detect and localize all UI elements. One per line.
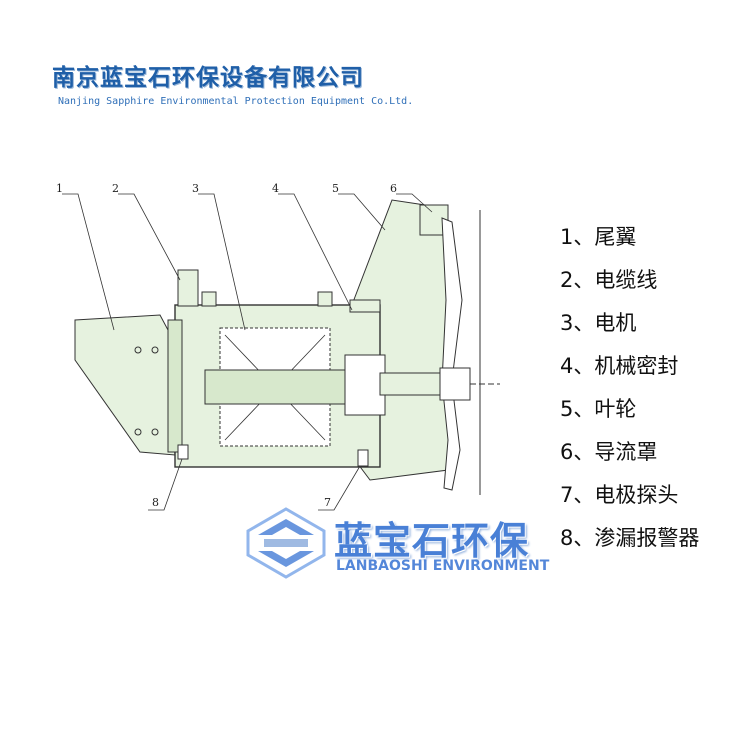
- motor-rotor-shape: [204, 369, 366, 405]
- leader-line-7: [318, 465, 361, 511]
- leader-line-5: [338, 193, 386, 231]
- motor-end-cap-shape: [167, 319, 183, 453]
- bolt-hole-shape: [151, 346, 159, 354]
- legend-item: 5、叶轮: [560, 397, 637, 421]
- company-name-en: Nanjing Sapphire Environmental Protectio…: [58, 96, 414, 107]
- part-number-label: 6: [390, 182, 397, 195]
- leader-line-3: [198, 193, 246, 331]
- leader-line-4: [278, 193, 353, 311]
- tail-fin-shape: [74, 314, 176, 456]
- bolt-hole-shape: [151, 428, 159, 436]
- leader-line-8: [148, 458, 183, 511]
- seal-flange-top: [349, 299, 381, 313]
- bolt-hole-shape: [134, 428, 142, 436]
- lifting-lug-left: [201, 291, 217, 307]
- leader-line-6: [396, 193, 433, 213]
- part-number-label: 7: [324, 496, 331, 509]
- lifting-lug-right: [317, 291, 333, 307]
- part-number-label: 5: [332, 182, 339, 195]
- part-number-label: 3: [192, 182, 199, 195]
- sapphire-logo-icon: [246, 507, 326, 579]
- cable-gland-shape: [177, 269, 199, 307]
- legend-item: 6、导流罩: [560, 440, 658, 464]
- legend-item: 7、电极探头: [560, 483, 679, 507]
- watermark-brand-en: LANBAOSHI ENVIRONMENT: [336, 558, 550, 574]
- part-number-label: 1: [56, 182, 63, 195]
- mixer-cross-section-diagram: 1 2 3 4 5 6 7 8: [56, 182, 500, 511]
- legend-item: 2、电缆线: [560, 268, 658, 292]
- part-number-label: 2: [112, 182, 119, 195]
- leader-line-2: [118, 193, 181, 281]
- company-name-cn: 南京蓝宝石环保设备有限公司: [52, 65, 364, 91]
- parts-legend: 1、尾翼 2、电缆线 3、电机 4、机械密封 5、叶轮 6、导流罩 7、电极探头…: [560, 222, 699, 566]
- part-number-label: 4: [272, 182, 279, 195]
- leakage-alarm-shape: [177, 444, 189, 460]
- watermark-brand-cn: 蓝宝石环保: [334, 519, 530, 563]
- leader-line-1: [62, 193, 115, 331]
- legend-item: 8、渗漏报警器: [560, 526, 700, 550]
- bolt-hole-shape: [134, 346, 142, 354]
- mechanical-seal-shape: [344, 354, 386, 416]
- electrode-probe-shape: [357, 449, 369, 467]
- legend-item: 4、机械密封: [560, 354, 679, 378]
- legend-item: 1、尾翼: [560, 225, 637, 249]
- legend-item: 3、电机: [560, 311, 637, 335]
- part-number-label: 8: [152, 496, 159, 509]
- impeller-hub-shape: [439, 367, 471, 401]
